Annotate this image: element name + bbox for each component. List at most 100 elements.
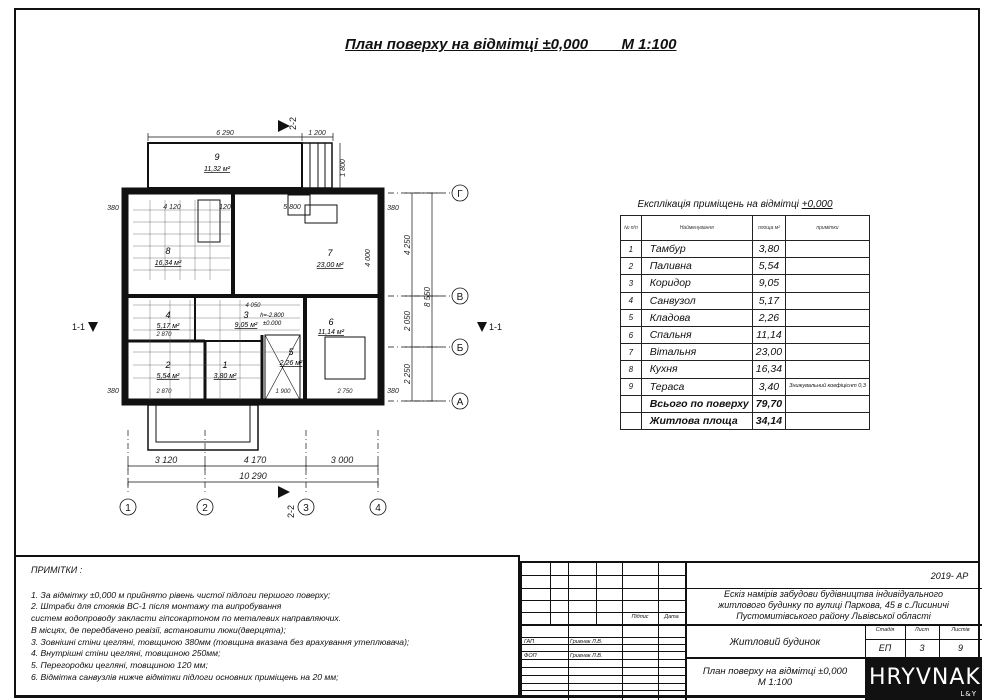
logo-text: HRYVNAK <box>869 665 981 690</box>
stage-value: ЕП <box>878 643 892 653</box>
section-label: 1-1 <box>489 322 502 332</box>
room-note <box>785 274 870 293</box>
room-note <box>785 239 870 259</box>
dim-label: 380 <box>387 205 399 212</box>
sheets-value: 9 <box>957 643 963 653</box>
dim-label: 2 870 <box>155 332 172 338</box>
room-area: 3,80 <box>751 239 787 259</box>
drawing-frame <box>14 8 980 698</box>
row-number: 7 <box>620 343 642 362</box>
section-label: 2-2 <box>288 117 298 130</box>
level-mark: ±0.000 <box>263 321 282 327</box>
building-name: Житловий будинок <box>729 637 821 648</box>
role-label: ГАП <box>524 639 535 645</box>
note-line: 4. Внутрішні стіни цегляні, товщиною 250… <box>31 648 221 659</box>
row-number: 2 <box>620 257 642 276</box>
room-name: Коридор <box>640 274 753 293</box>
sheets-label: Листів <box>951 627 970 633</box>
room-num: 5 <box>288 347 294 357</box>
date-label: Дата <box>664 614 679 620</box>
row-number: 5 <box>620 308 642 327</box>
section-arrow-icon <box>278 486 290 498</box>
note-line: систем водопроводу закласти гіпсокартоно… <box>31 613 342 624</box>
grid-axes: 1 2 3 4 Г В Б А <box>119 184 469 516</box>
note-line: 6. Відмітка санвузлів нижче відмітки під… <box>31 671 339 682</box>
row-number: 9 <box>620 377 642 396</box>
floor-tiles <box>133 200 300 400</box>
walls <box>121 142 385 451</box>
dim-label: 2 870 <box>155 389 172 395</box>
dim-label: 4 120 <box>163 204 181 211</box>
room-name: Кухня <box>640 360 753 379</box>
stage-label: Стадія <box>875 627 895 633</box>
bed <box>324 336 366 380</box>
dim-label: 5 800 <box>283 204 301 211</box>
dim-label: 1 200 <box>308 130 326 137</box>
header-cell: Найменування <box>640 215 753 241</box>
section-label: 1-1 <box>72 322 85 332</box>
dim-label: 3 120 <box>155 455 178 465</box>
floor-plan: 9 11,32 м² 8 16,34 м² 7 23,00 м² 4 5,17 … <box>72 117 502 518</box>
explication-title-text: Експлікація приміщень на відмітці <box>637 199 802 210</box>
project-line: Пустомитівського району Львівської облас… <box>736 611 931 621</box>
room-area: 23,00 м² <box>316 262 344 269</box>
porch <box>147 404 259 451</box>
header-cell: площа м² <box>751 215 787 241</box>
project-code: 2019- АР <box>930 571 969 581</box>
room-area: 5,54 <box>751 257 787 276</box>
room-area: 9,05 м² <box>235 322 258 329</box>
room-num: 7 <box>327 248 333 258</box>
axis-label: Г <box>457 189 463 200</box>
dimension-lines <box>127 133 440 495</box>
room-note <box>785 343 870 362</box>
axis-label: 3 <box>303 503 309 514</box>
total-value: 79,70 <box>751 394 787 413</box>
project-line: житлового будинку по вулиці Паркова, 45 … <box>718 600 949 610</box>
sign-label: Підпис <box>631 614 649 620</box>
axis-label: А <box>457 397 464 408</box>
drawing-title: План поверху на відмітці ±0,000 М 1:100 <box>345 36 677 53</box>
room-area: 5,54 м² <box>157 373 180 380</box>
role-label: ФОП <box>524 653 537 659</box>
dim-label: 380 <box>107 205 119 212</box>
note-line: 3. Зовнішні стіни цегляні, товщиною 380м… <box>31 636 410 647</box>
section-marks: 2-2 2-2 1-1 1-1 <box>72 117 502 518</box>
role-name: Гривнак Л.В. <box>570 653 603 659</box>
row-number: 6 <box>620 325 642 345</box>
explication-title: Експлікація приміщень на відмітці +0,000 <box>620 199 850 210</box>
room-name: Вітальня <box>640 343 753 362</box>
room-area: 5,17 м² <box>157 323 180 330</box>
dim-label: 380 <box>107 388 119 395</box>
section-arrow-icon <box>278 120 290 132</box>
row-number: 8 <box>620 360 642 379</box>
level-mark: h=-2.800 <box>260 313 285 319</box>
living-label: Житлова площа <box>640 411 753 431</box>
living-value: 34,14 <box>751 411 787 431</box>
room-name: Тамбур <box>640 239 753 259</box>
logo-sub: L&Y <box>960 690 977 698</box>
room-name: Кладова <box>640 308 753 327</box>
role-name: Гривнак Л.В. <box>570 639 603 645</box>
note-line: В місцях, де передбачено ревізії, встано… <box>31 624 286 635</box>
room-area: 3,40 <box>751 377 787 396</box>
axis-label: Б <box>457 343 464 354</box>
room-name: Тераса <box>640 377 753 396</box>
room-area: 23,00 <box>751 343 787 362</box>
title-block: Підпис Дата ГАП Гривнак Л.В. ФОП Гривнак… <box>520 561 982 700</box>
row-number: 4 <box>620 291 642 310</box>
room-area: 16,34 <box>751 360 787 379</box>
dim-label: 4 050 <box>245 303 261 309</box>
room-area: 5,17 <box>751 291 787 310</box>
room-area: 2,26 <box>751 308 787 327</box>
dim-label: 4 250 <box>403 234 412 255</box>
room-area: 11,32 м² <box>204 166 231 173</box>
dim-label: 1 900 <box>275 389 291 395</box>
dim-label: 3 000 <box>331 455 354 465</box>
room-area: 11,14 м² <box>318 329 345 336</box>
